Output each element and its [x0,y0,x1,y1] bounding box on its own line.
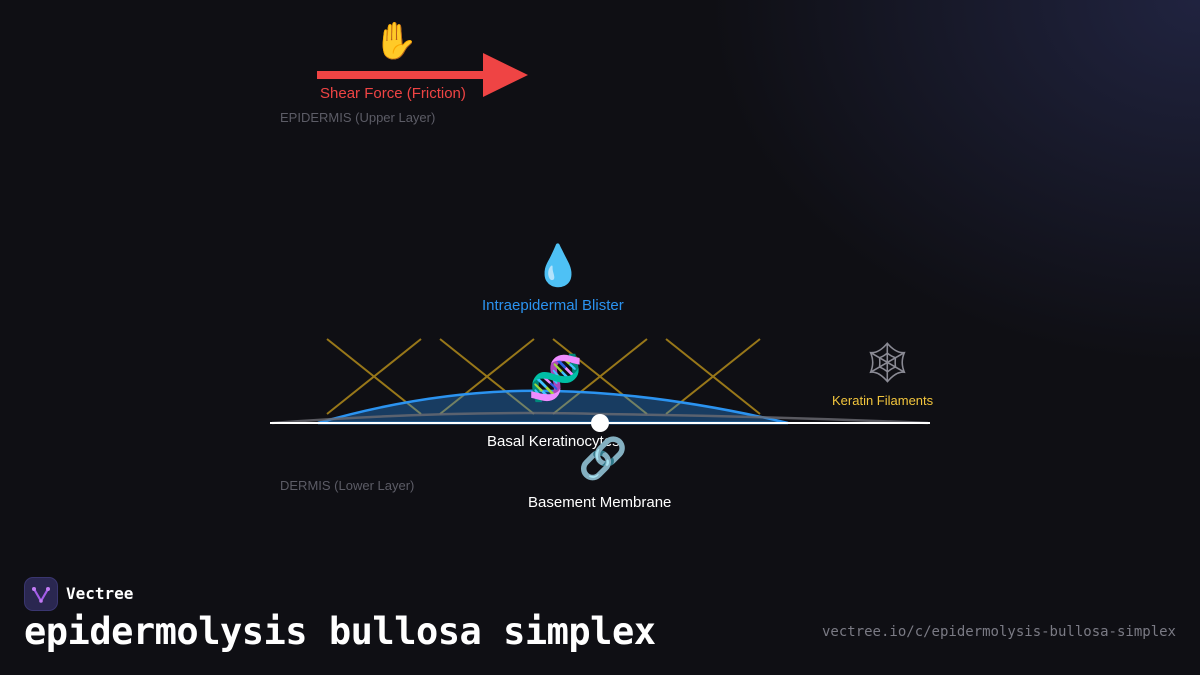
page-title: epidermolysis bullosa simplex [24,610,656,653]
vectree-logo-icon [32,587,50,603]
basement-membrane-label: Basement Membrane [528,494,672,511]
blister-label: Intraepidermal Blister [482,297,624,314]
vectree-logo [24,577,58,611]
membrane-anchor-dot [591,414,609,432]
shear-force-label: Shear Force (Friction) [320,85,466,102]
dermis-label: DERMIS (Lower Layer) [280,478,415,493]
raised-hand-icon: ✋ [373,21,418,62]
page-url[interactable]: vectree.io/c/epidermolysis-bullosa-simpl… [821,624,1176,640]
droplet-icon: 💧 [533,243,583,289]
basal-keratinocytes-label: Basal Keratinocytes [487,433,620,450]
keratin-filaments-label: Keratin Filaments [832,393,934,408]
shear-force-arrow [317,53,528,97]
brand-name: Vectree [66,584,134,603]
link-icon: 🔗 [578,436,628,482]
spider-web-icon: 🕸 [862,340,913,386]
dna-icon: 🧬 [528,353,583,404]
epidermis-label: EPIDERMIS (Upper Layer) [280,110,436,125]
